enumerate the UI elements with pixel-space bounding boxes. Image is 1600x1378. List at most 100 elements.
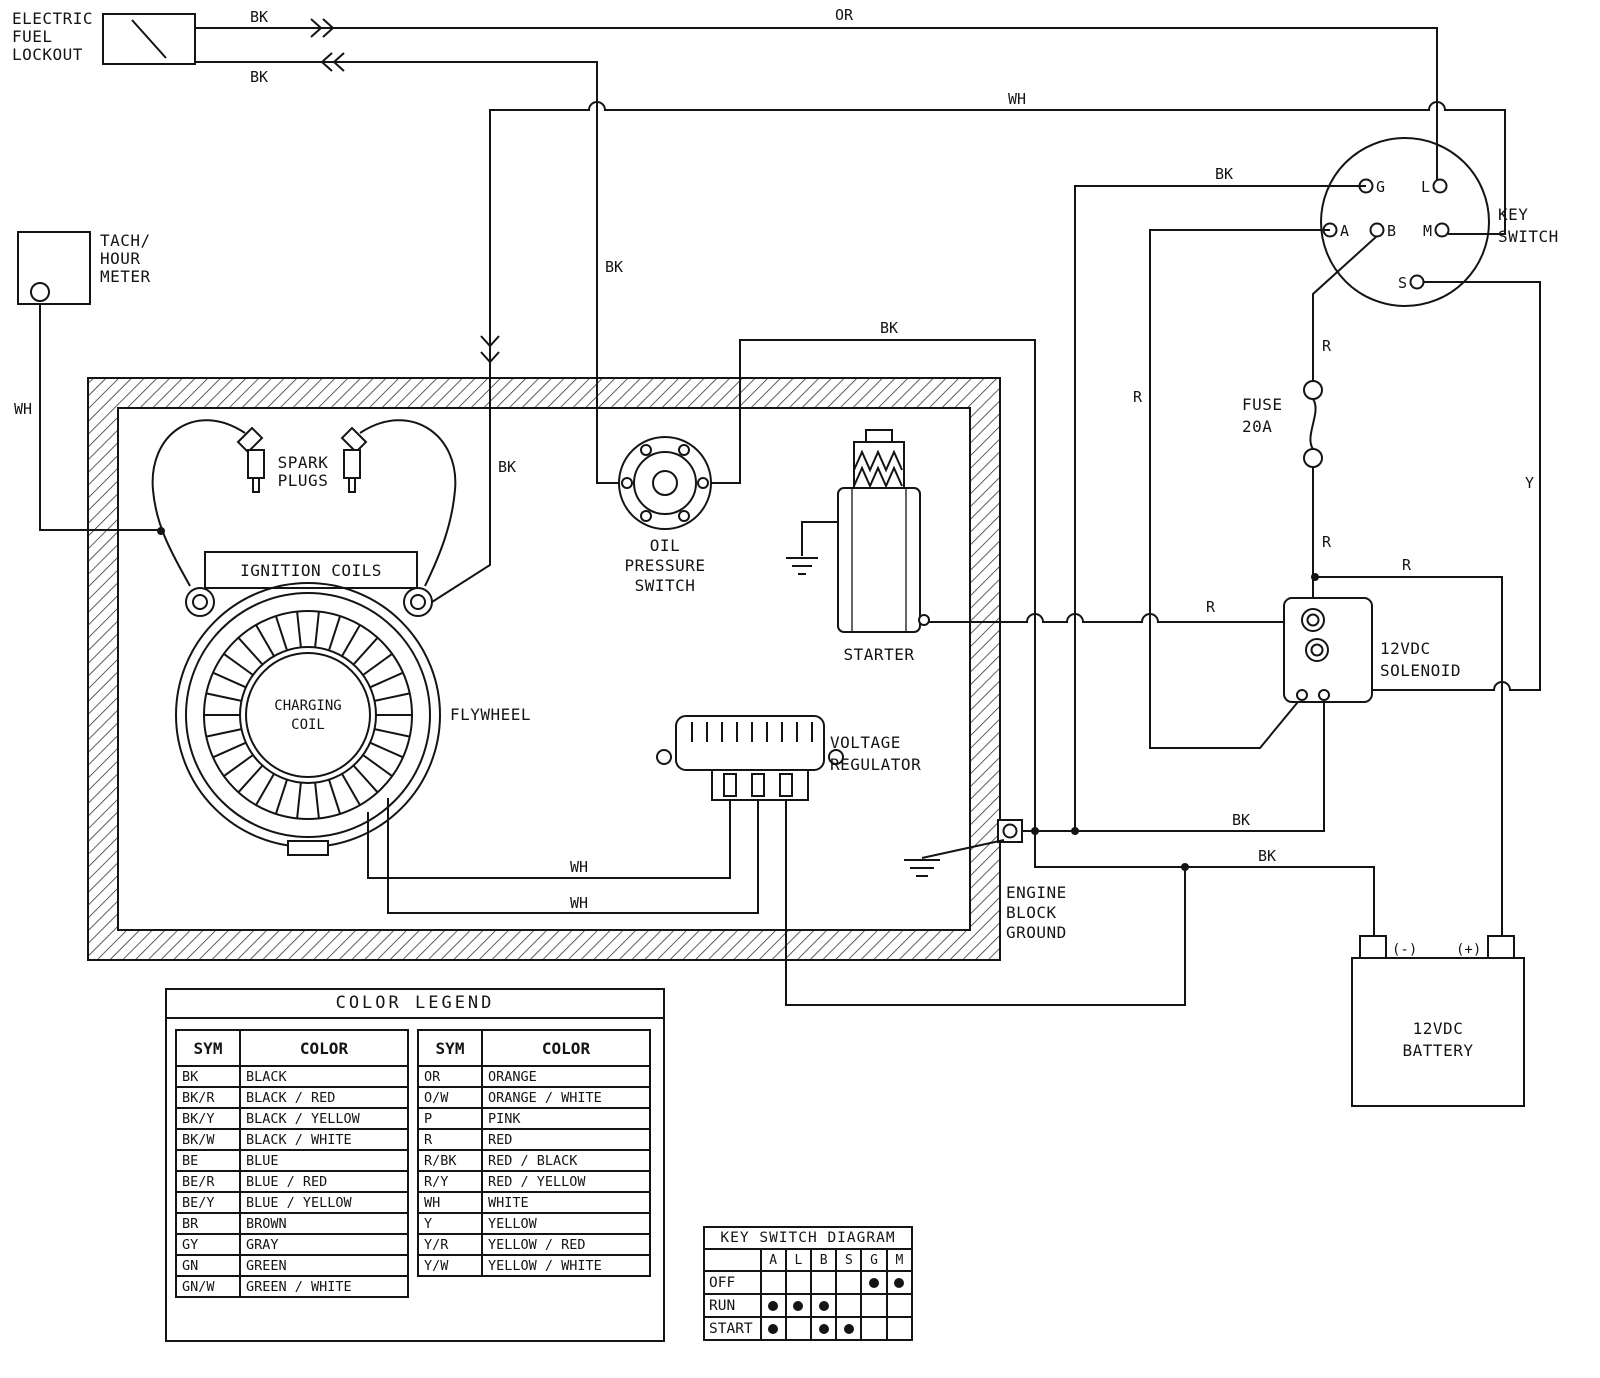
wire-label: R	[1402, 556, 1412, 574]
ks-cell-run-s	[835, 1293, 863, 1318]
engine-block-ground: ENGINE BLOCK GROUND	[904, 819, 1067, 942]
color-legend-title: COLOR LEGEND	[167, 990, 663, 1019]
ignition-coil	[403, 587, 433, 617]
legend-header-sym: SYM	[417, 1029, 483, 1067]
oil-switch-label: PRESSURE	[624, 556, 705, 575]
wire-r-battery-positive	[1315, 576, 1503, 936]
legend-color: GREEN / WHITE	[239, 1275, 409, 1298]
terminal-letter-m: M	[1423, 222, 1432, 240]
wire-label: BK	[880, 319, 898, 337]
fuse-terminal	[1303, 380, 1323, 400]
ks-cell-start-s	[835, 1316, 863, 1341]
oil-switch-body	[618, 436, 712, 530]
ks-cell-run-a	[759, 1293, 787, 1318]
voltage-regulator: VOLTAGE REGULATOR	[656, 715, 921, 801]
regulator-spade-terminal	[751, 773, 765, 797]
legend-color: GREEN	[239, 1254, 409, 1277]
battery-post-positive	[1487, 935, 1515, 959]
starter-body	[837, 487, 921, 633]
wire-bk-keyswitch-g-ground	[1074, 185, 1366, 831]
key-switch-diagram-title: KEY SWITCH DIAGRAM	[703, 1226, 913, 1250]
fuel-lockout-slash	[131, 19, 167, 59]
legend-color: RED / YELLOW	[481, 1170, 651, 1193]
ks-dot	[869, 1278, 880, 1288]
connector-chevrons	[310, 18, 500, 364]
oil-switch-label: OIL	[650, 536, 680, 555]
wire-wh-tach-meter	[39, 304, 160, 531]
ignition-coil	[185, 587, 215, 617]
ks-cell-run-l	[784, 1293, 813, 1318]
ground-icon	[786, 557, 818, 575]
solenoid-small-post	[1296, 689, 1308, 701]
ks-cell-run-b	[809, 1293, 838, 1318]
junction-dots	[157, 527, 1319, 871]
ks-cell-off-a	[759, 1270, 787, 1295]
legend-sym: BE/R	[175, 1170, 241, 1193]
ks-dot	[818, 1324, 829, 1334]
ks-cell-off-s	[835, 1270, 863, 1295]
legend-color: BLUE / RED	[239, 1170, 409, 1193]
junction-dot	[157, 527, 165, 535]
ks-row-label: OFF	[703, 1270, 762, 1295]
spark-plug-boot	[236, 426, 264, 454]
ignition-coils-label: IGNITION COILS	[240, 561, 382, 580]
wire-label: WH	[1008, 90, 1026, 108]
key-switch-terminal-l	[1432, 178, 1448, 194]
wire-label: R	[1206, 598, 1216, 616]
ks-column-l: L	[784, 1248, 813, 1272]
solenoid-small-post	[1318, 689, 1330, 701]
stator-poles	[204, 611, 412, 819]
key-switch-terminal-g	[1358, 178, 1374, 194]
wire-r-starter-solenoid	[929, 613, 1284, 623]
legend-sym: R	[417, 1128, 483, 1151]
starter-terminal	[918, 614, 930, 626]
terminal-letter-l: L	[1421, 178, 1430, 196]
battery-negative-label: (-)	[1392, 942, 1417, 958]
fuse-label: FUSE	[1242, 395, 1283, 414]
wire-y-keyswitch-s-solenoid	[1372, 281, 1541, 691]
ks-corner-cell	[703, 1248, 762, 1272]
legend-sym: BK/W	[175, 1128, 241, 1151]
ground-terminal-eye	[1002, 823, 1018, 839]
legend-header-color: COLOR	[239, 1029, 409, 1067]
fuse-element	[1309, 398, 1317, 450]
ks-dot	[818, 1301, 829, 1311]
spark-plug-tip	[348, 477, 356, 493]
engine-block-ground-label: ENGINE	[1006, 883, 1067, 902]
wire-label: R	[1322, 337, 1332, 355]
fuel-lockout: ELECTRIC FUEL LOCKOUT	[12, 9, 196, 65]
legend-color: ORANGE / WHITE	[481, 1086, 651, 1109]
wire-label: BK	[250, 8, 268, 26]
legend-sym: BR	[175, 1212, 241, 1235]
starter-gear-teeth	[853, 465, 903, 489]
wire-label: BK	[250, 68, 268, 86]
legend-sym: R/BK	[417, 1149, 483, 1172]
key-switch-label: SWITCH	[1498, 227, 1559, 246]
ground-lead	[921, 839, 1005, 859]
legend-sym: BK	[175, 1065, 241, 1088]
regulator-mount-ear	[828, 749, 844, 765]
solenoid-post	[1306, 613, 1320, 627]
legend-color: BLACK / YELLOW	[239, 1107, 409, 1130]
ks-column-s: S	[835, 1248, 863, 1272]
solenoid-label: SOLENOID	[1380, 661, 1461, 680]
starter-gear-teeth	[853, 449, 903, 473]
legend-sym: BE	[175, 1149, 241, 1172]
key-switch-terminal-s	[1409, 274, 1425, 290]
junction-dot	[1181, 863, 1189, 871]
wire-label: WH	[570, 858, 588, 876]
wire-bk-oil-switch-ground-battery	[711, 339, 1375, 936]
wire-r-keyswitch-a-solenoid	[1149, 229, 1330, 749]
engine-block-ground-label: GROUND	[1006, 923, 1067, 942]
spark-plug-tip	[252, 477, 260, 493]
battery-label: BATTERY	[1403, 1041, 1474, 1060]
solenoid-post	[1301, 608, 1325, 632]
ks-dot	[894, 1278, 905, 1288]
legend-sym: O/W	[417, 1086, 483, 1109]
